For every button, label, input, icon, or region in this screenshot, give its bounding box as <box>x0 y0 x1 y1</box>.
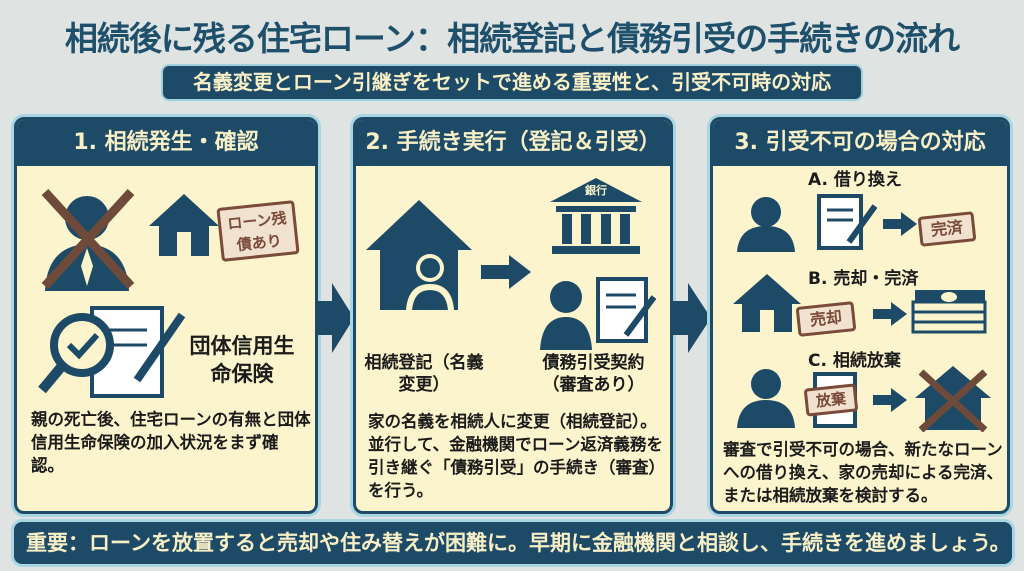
renounce-stamp: 放棄 <box>803 383 859 417</box>
right-arrow-icon <box>673 283 711 353</box>
house-heir-icon <box>366 200 472 310</box>
paid-off-stamp: 完済 <box>917 211 977 247</box>
group-life-insurance-label: 団体信用生命保険 <box>189 334 295 386</box>
inheritance-registration-label: 相続登記（名義変更） <box>364 353 484 395</box>
page-title: 相続後に残る住宅ローン：相続登記と債務引受の手続きの流れ <box>64 19 960 58</box>
step-3-panel: 3. 引受不可の場合の対応 A. 借り換え 完済 B. 売却・完済 売却 C. … <box>710 117 1010 514</box>
right-arrow-icon <box>873 302 907 326</box>
house-icon <box>733 274 801 332</box>
step-2-description: 家の名義を相続人に変更（相続登記）。並行して、金融機関でローン返済義務を引き継ぐ… <box>368 412 665 500</box>
crossed-house-icon <box>915 366 991 432</box>
step-3-description: 審査で引受不可の場合、新たなローンへの借り換え、家の売却による完済、または相続放… <box>723 440 1004 505</box>
right-arrow-icon <box>873 388 907 412</box>
right-arrow-icon <box>318 283 354 353</box>
right-arrow-icon <box>883 212 917 236</box>
house-icon <box>149 194 219 256</box>
money-stack-icon <box>911 290 987 334</box>
step-1-description: 親の死亡後、住宅ローンの有無と団体信用生命保険の加入状況をまず確認。 <box>31 410 311 475</box>
subtitle-banner: 名義変更とローン引継ぎをセットで進める重要性と、引受不可時の対応 <box>163 66 861 99</box>
step-2-heading: 2. 手続き実行（登記＆引受） <box>356 120 670 166</box>
option-b-label: B. 売却・完済 <box>808 269 919 289</box>
document-check-icon <box>38 306 186 398</box>
refinance-document-icon <box>817 194 877 250</box>
bank-label: 銀行 <box>585 184 607 197</box>
person-contract-icon <box>540 277 656 350</box>
step-1-panel: 1. 相続発生・確認 ローン残債あり 団体信用生命保険 親の死亡後、住宅ローンの… <box>14 117 318 514</box>
loan-balance-stamp: ローン残債あり <box>216 200 300 262</box>
step-3-heading: 3. 引受不可の場合の対応 <box>713 120 1007 166</box>
sale-stamp: 売却 <box>795 301 857 337</box>
option-c-label: C. 相続放棄 <box>808 351 901 371</box>
option-a-label: A. 借り換え <box>808 170 902 190</box>
person-icon <box>737 197 795 252</box>
step-2-panel: 2. 手続き実行（登記＆引受） 銀行 相続登記（名義変更） 債務引受契約（審査あ… <box>353 117 673 514</box>
important-note-banner: 重要：ローンを放置すると売却や住み替えが困難に。早期に金融機関と相談し、手続きを… <box>14 522 1012 564</box>
deceased-person-icon <box>41 188 135 291</box>
person-icon <box>737 369 795 428</box>
bank-icon <box>550 178 642 254</box>
debt-assumption-label: 債務引受契約（審査あり） <box>542 353 645 395</box>
step-1-heading: 1. 相続発生・確認 <box>17 120 315 166</box>
right-arrow-icon <box>481 255 531 289</box>
